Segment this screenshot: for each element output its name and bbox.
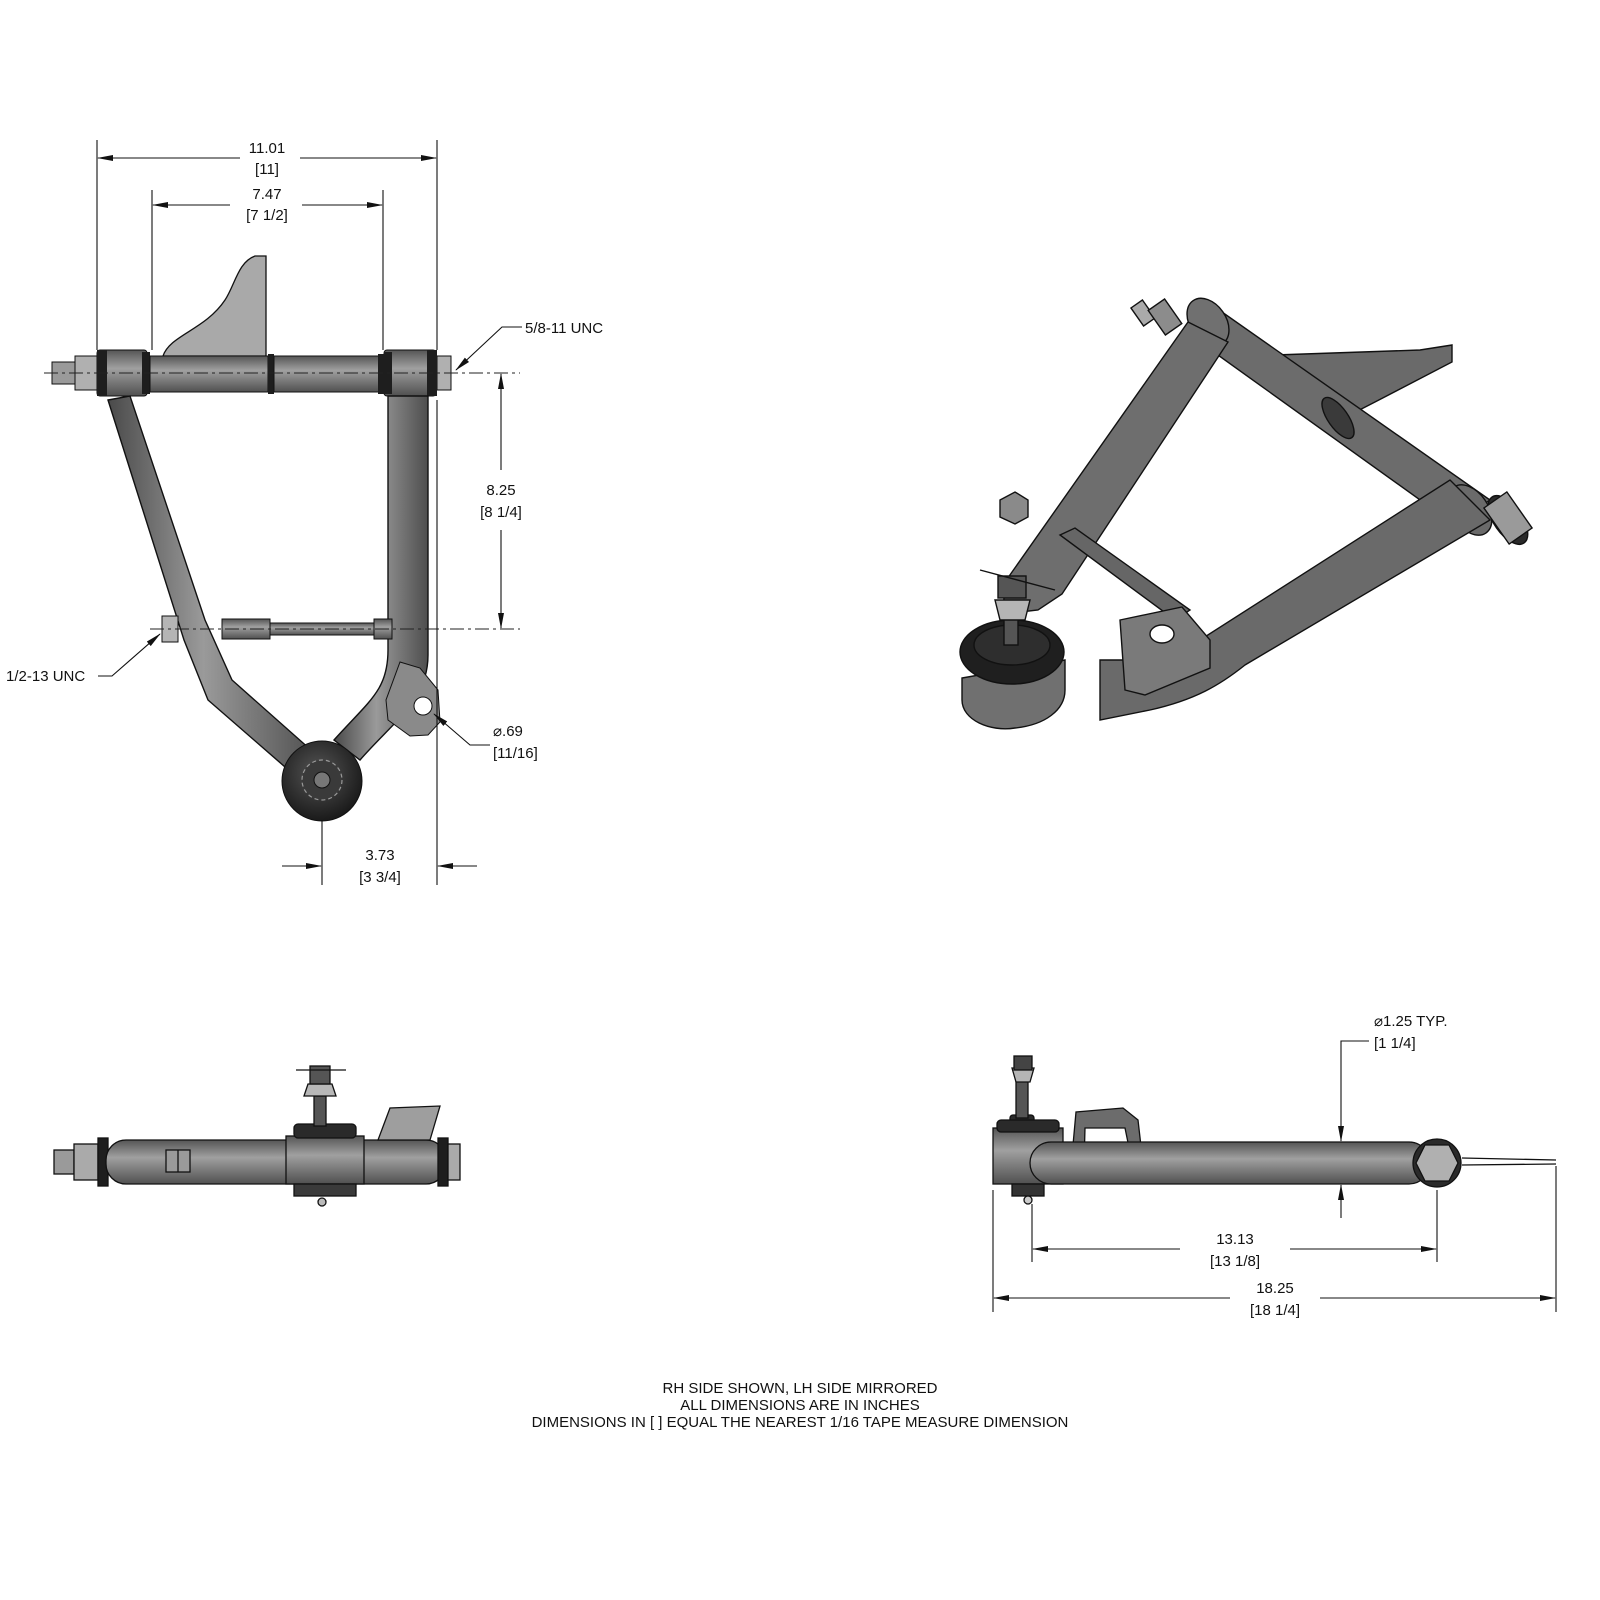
dim-ball-joint-to-pivot: 13.13 [1216,1231,1254,1248]
cross-shaft [149,355,269,393]
front-view-ball-joint-housing [285,1135,365,1185]
iso-strut-rod [1058,527,1192,621]
dim-pivot-to-crossbar: 8.25 [486,482,515,499]
front-view [53,1065,461,1207]
isometric-view [959,297,1534,730]
dim-pivot-to-crossbar-fraction: [8 1/4] [480,504,522,521]
dim-overall-length: 18.25 [1256,1280,1294,1297]
note-line-1: RH SIDE SHOWN, LH SIDE MIRRORED [662,1380,938,1397]
dim-ball-joint-offset-fraction: [3 3/4] [359,869,401,886]
dim-bushing-span-fraction: [7 1/2] [246,207,288,224]
mounting-bracket [162,255,267,357]
side-view [992,1055,1557,1205]
dim-hole-diameter-fraction: [11/16] [493,745,538,762]
side-view-dimensions: ⌀1.25 TYP. [1 1/4] 13.13 [13 1/8] 18.25 … [992,1013,1557,1319]
dim-overall-length-fraction: [18 1/4] [1250,1302,1300,1319]
note-line-2: ALL DIMENSIONS ARE IN INCHES [680,1397,920,1414]
strut-rod-bracket [385,661,441,737]
top-view [44,255,520,822]
dim-tube-diameter-fraction: [1 1/4] [1374,1035,1416,1052]
front-view-tube [105,1139,447,1185]
side-view-tube [1029,1141,1431,1185]
dim-ball-joint-offset: 3.73 [365,847,394,864]
dim-hole-diameter: ⌀.69 [493,723,523,740]
callout-shaft-thread: 5/8-11 UNC [525,320,603,337]
iso-hole-bracket [1119,606,1211,696]
dim-bushing-span: 7.47 [252,186,281,203]
drawing-notes: RH SIDE SHOWN, LH SIDE MIRRORED ALL DIME… [0,1380,1600,1431]
note-line-3: DIMENSIONS IN [ ] EQUAL THE NEAREST 1/16… [531,1414,1069,1431]
control-arm-tube-left [107,395,321,781]
mounting-hole [413,696,433,716]
callout-crossbar-thread: 1/2-13 UNC [6,668,85,685]
dim-overall-width: 11.01 [249,140,285,157]
dim-overall-width-fraction: [11] [255,161,279,178]
dim-ball-joint-to-pivot-fraction: [13 1/8] [1210,1253,1260,1270]
dim-tube-diameter: ⌀1.25 TYP. [1374,1013,1448,1030]
top-view-dimensions: 11.01 [11] 7.47 [7 1/2] 5/8-11 UNC 8.25 … [6,140,603,886]
